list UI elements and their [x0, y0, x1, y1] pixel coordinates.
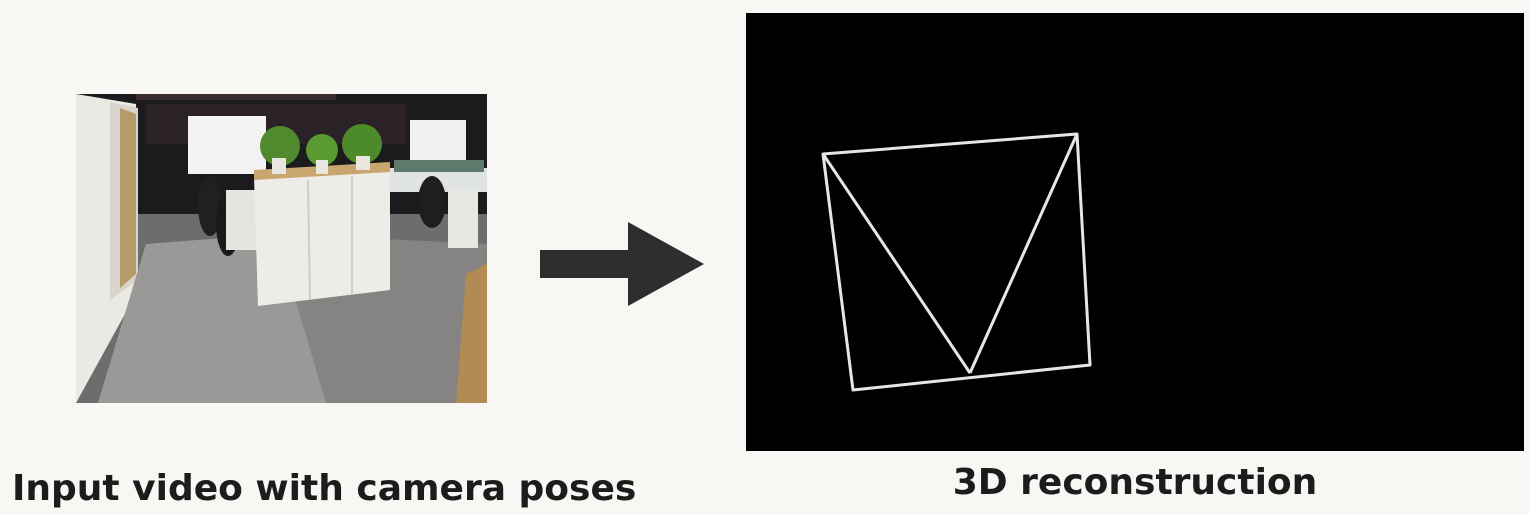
- desk-cabinet: [448, 190, 478, 248]
- output-caption: 3D reconstruction: [952, 462, 1318, 503]
- plant-3: [342, 124, 382, 164]
- ceiling-lights: [136, 94, 336, 100]
- frustum-edge-right: [968, 133, 1079, 374]
- frustum-edge-left: [821, 153, 972, 374]
- wood-panel: [120, 108, 136, 288]
- office-photo: [76, 94, 487, 403]
- chair-left-1: [198, 176, 222, 236]
- wood-edge: [456, 264, 487, 403]
- input-video-frame: [76, 94, 487, 403]
- camera-frustum: [821, 132, 1092, 392]
- chair-right: [418, 176, 446, 228]
- right-arrow-icon: [540, 222, 704, 306]
- whiteboard-left: [188, 116, 266, 174]
- reconstruction-view: [746, 13, 1524, 451]
- central-cabinet: [254, 168, 390, 306]
- input-caption: Input video with camera poses: [12, 468, 637, 509]
- frustum-frame: [821, 132, 1092, 392]
- plant-2: [306, 134, 338, 166]
- whiteboard-right: [410, 120, 466, 166]
- desk-divider: [394, 160, 484, 172]
- plant-1: [260, 126, 300, 166]
